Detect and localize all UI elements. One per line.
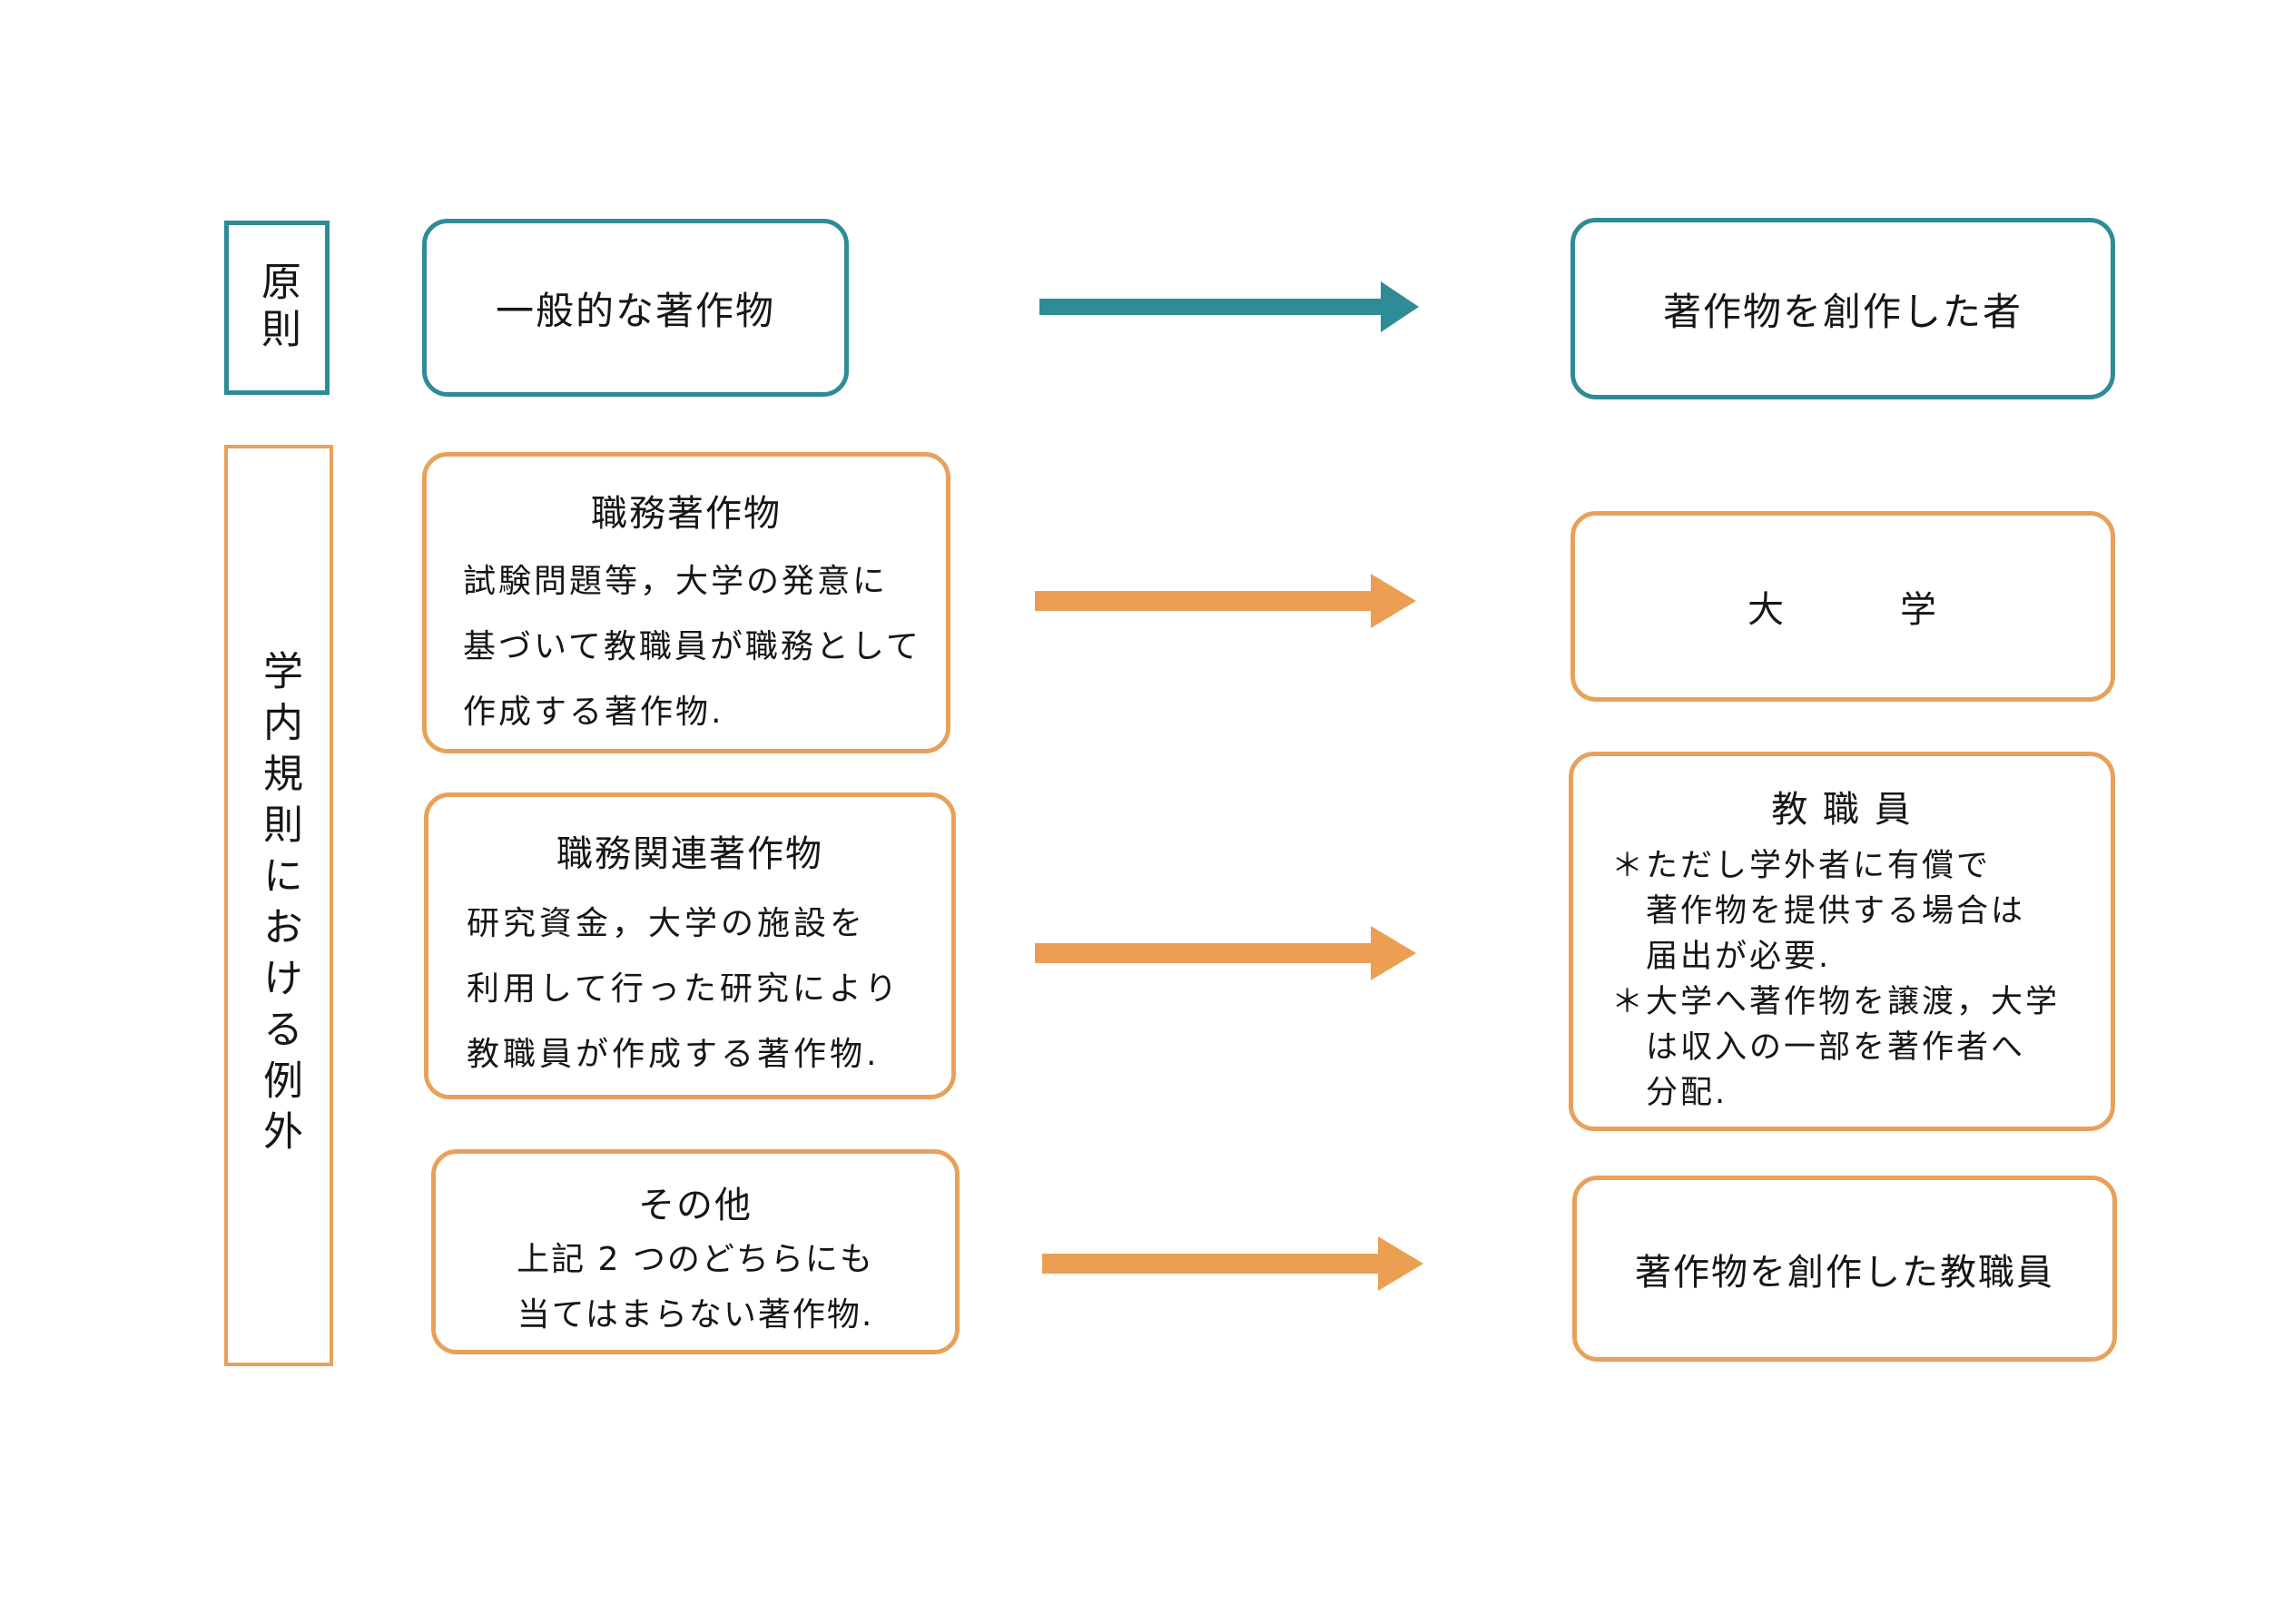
exception-flow-arrow-3 (1042, 1235, 1423, 1293)
general-work-label: 一般的な著作物 (495, 288, 775, 333)
other-works-box: その他 上記 2 つのどちらにも 当てはまらない著作物. (431, 1149, 960, 1354)
work-for-hire-description: 試験問題等，大学の発意に 基づいて教職員が職務として 作成する著作物. (463, 563, 921, 731)
faculty-staff-owner-box: 教 職 員 ＊ただし学外者に有償で 著作物を提供する場合は 届出が必要. ＊大学… (1569, 752, 2115, 1131)
principle-side-label: 原則 (254, 261, 300, 355)
right-arrow-icon (1035, 926, 1416, 980)
work-for-hire-title: 職務著作物 (591, 493, 782, 535)
creating-staff-owner-label: 著作物を創作した教職員 (1635, 1251, 2054, 1294)
creator-owner-label: 著作物を創作した者 (1662, 289, 2023, 334)
principle-side-label-box: 原則 (224, 221, 330, 395)
work-related-box: 職務関連著作物 研究資金，大学の施設を 利用して行った研究により 教職員が作成す… (424, 792, 956, 1099)
exception-side-label-box: 学内規則における例外 (224, 445, 333, 1366)
work-related-description: 研究資金，大学の施設を 利用して行った研究により 教職員が作成する著作物. (467, 905, 901, 1073)
general-work-box: 一般的な著作物 (422, 219, 849, 397)
other-works-title: その他 (638, 1185, 753, 1226)
university-owner-box: 大 学 (1570, 511, 2115, 702)
faculty-staff-owner-notes: ＊ただし学外者に有償で 著作物を提供する場合は 届出が必要. ＊大学へ著作物を譲… (1611, 848, 2061, 1112)
creator-owner-box: 著作物を創作した者 (1570, 218, 2115, 399)
work-for-hire-box: 職務著作物 試験問題等，大学の発意に 基づいて教職員が職務として 作成する著作物… (422, 452, 950, 753)
other-works-description: 上記 2 つのどちらにも 当てはまらない著作物. (517, 1241, 874, 1334)
principle-flow-arrow (1039, 280, 1419, 334)
faculty-staff-owner-title: 教 職 員 (1771, 789, 1913, 831)
right-arrow-icon (1035, 574, 1416, 628)
exception-side-label: 学内規則における例外 (256, 649, 302, 1162)
right-arrow-icon (1042, 1236, 1423, 1291)
exception-flow-arrow-2 (1035, 924, 1416, 982)
work-related-title: 職務関連著作物 (556, 833, 823, 875)
exception-flow-arrow-1 (1035, 572, 1416, 630)
university-owner-label: 大 学 (1747, 589, 1938, 631)
right-arrow-icon (1039, 281, 1419, 332)
creating-staff-owner-box: 著作物を創作した教職員 (1572, 1176, 2117, 1362)
